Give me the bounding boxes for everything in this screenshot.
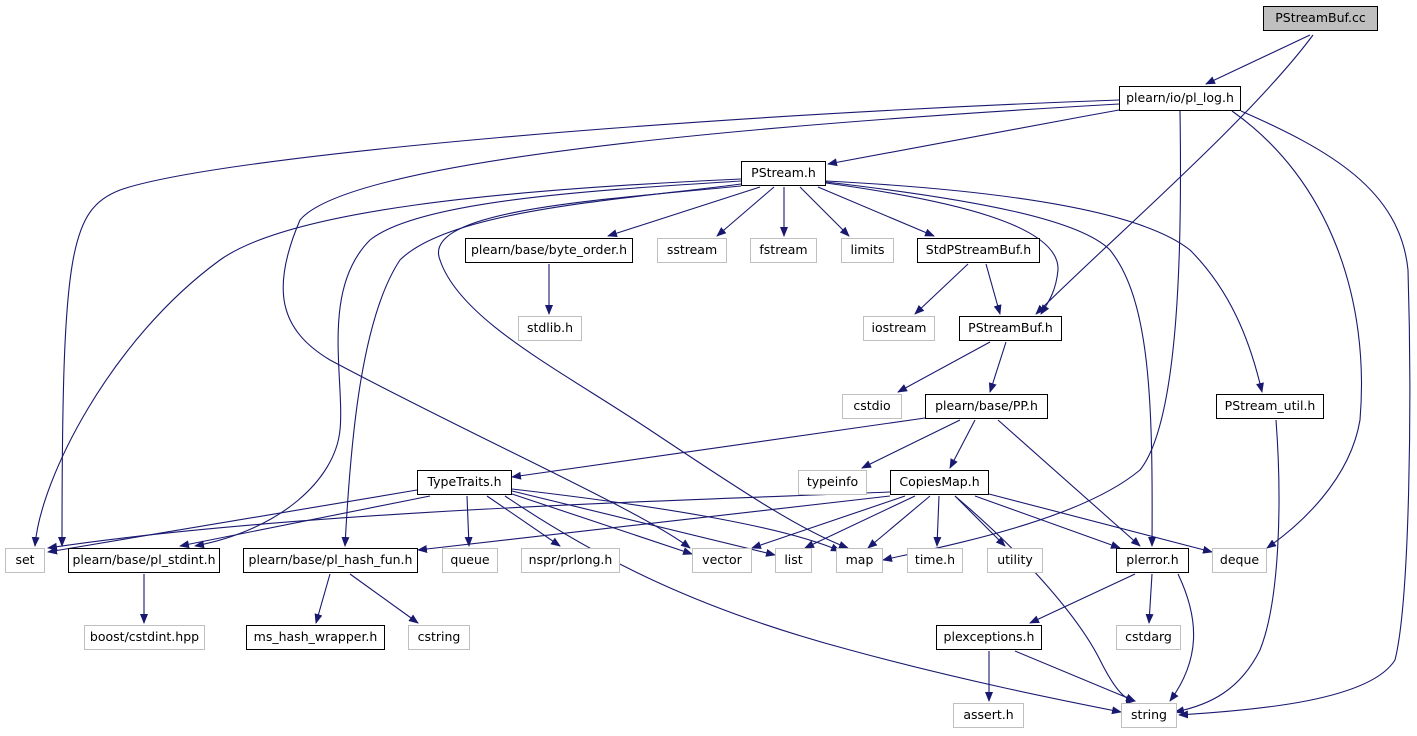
edge-pl-log-h-to-pstream-h [827,109,1120,167]
edge-pstream-h-to-set [31,178,742,547]
edge-pstream-h-to-pstream-util-h [825,180,1264,393]
node-time-h: time.h [907,548,963,573]
edge-pstream-h-to-byte-order-h [607,186,761,238]
node-pp-h[interactable]: plearn/base/PP.h [925,394,1048,419]
node-plexceptions-h[interactable]: plexceptions.h [936,625,1042,650]
node-set: set [5,548,45,573]
edge-typetraits-h-to-prlong-h [486,495,561,547]
node-utility: utility [987,548,1043,573]
edge-pstream-util-h-to-string [1174,419,1280,715]
edge-copiesmap-h-to-vector [751,495,906,549]
node-copiesmap-h[interactable]: CopiesMap.h [890,470,989,495]
node-cstring: cstring [408,625,470,650]
node-iostream: iostream [863,316,935,341]
node-string: string [1121,703,1177,728]
edge-typetraits-h-to-queue [464,495,473,547]
node-list: list [775,548,812,573]
edge-pp-h-to-typetraits-h [511,417,926,480]
edge-pl-log-h-to-map [882,110,1182,562]
node-stdlib-h: stdlib.h [518,316,582,341]
edge-pstreambuf-cc-to-pstreambuf-h [1035,34,1314,315]
node-pl-hash-fun-h[interactable]: plearn/base/pl_hash_fun.h [243,548,418,573]
node-plerror-h[interactable]: plerror.h [1116,548,1189,573]
edge-plerror-h-to-cstdarg [1145,573,1154,624]
edge-typetraits-h-to-vector [511,493,693,555]
node-typeinfo: typeinfo [798,470,867,495]
node-pstreambuf-cc: PStreamBuf.cc [1263,6,1378,31]
node-pstreambuf-h[interactable]: PStreamBuf.h [959,316,1062,341]
edge-copiesmap-h-to-pl-hash-fun-h [417,495,891,553]
node-map: map [836,548,883,573]
node-pl-log-h[interactable]: plearn/io/pl_log.h [1119,86,1241,111]
edge-pstream-h-to-map [437,185,849,549]
edge-pstream-h-to-pl-hash-fun-h [341,183,742,547]
edge-pl-log-h-to-string [1178,110,1411,719]
edge-pl-log-h-to-vector [282,103,1120,549]
edge-typetraits-h-to-set [47,489,418,555]
edge-plerror-h-to-string [1169,573,1195,702]
node-assert-h: assert.h [953,703,1024,728]
node-byte-order-h[interactable]: plearn/base/byte_order.h [465,238,633,263]
edge-pl-hash-fun-h-to-cstring [349,573,419,624]
edges-group [31,34,1411,719]
edge-plerror-h-to-plexceptions-h [1029,573,1136,624]
node-boost-cstdint-hpp: boost/cstdint.hpp [84,625,205,650]
edge-copiesmap-h-to-deque [988,493,1213,554]
edge-copiesmap-h-to-set [47,491,891,551]
node-fstream: fstream [750,238,817,263]
node-queue: queue [442,548,498,573]
edge-copiesmap-h-to-utility [954,495,1006,547]
node-stdpstreambuf-h[interactable]: StdPStreamBuf.h [917,238,1040,263]
node-typetraits-h[interactable]: TypeTraits.h [417,470,512,495]
edge-pstream-h-to-limits [799,186,850,237]
edge-pl-log-h-to-deque [1231,110,1363,549]
edge-pstream-h-to-pstreambuf-h [825,182,1059,315]
edge-copiesmap-h-to-time-h [933,495,942,547]
edge-copiesmap-h-to-string [954,495,1136,705]
node-cstdarg: cstdarg [1116,625,1181,650]
node-pstream-util-h[interactable]: PStream_util.h [1216,394,1324,419]
edge-pl-log-h-to-set [58,99,1120,547]
edge-pstreambuf-h-to-cstdio [897,341,991,393]
edge-pstream-h-to-pl-stdint-h [194,180,742,549]
edge-plexceptions-h-to-string [1014,650,1136,702]
edge-copiesmap-h-to-list [804,495,916,549]
edge-pstream-h-to-plerror-h [825,181,1157,547]
edge-stdpstreambuf-h-to-iostream [914,263,969,315]
edge-pp-h-to-copiesmap-h [949,419,976,469]
node-pl-stdint-h[interactable]: plearn/base/pl_stdint.h [68,548,220,573]
edge-pp-h-to-plerror-h [997,419,1141,547]
edge-pl-hash-fun-h-to-ms-hash-wrapper-h [314,573,331,624]
node-cstdio: cstdio [842,394,902,419]
node-deque: deque [1212,548,1267,573]
node-sstream: sstream [657,238,727,263]
edge-pstreambuf-h-to-pp-h [988,341,1007,393]
edge-pstream-h-to-sstream [716,186,775,237]
edge-stdpstreambuf-h-to-pstreambuf-h [985,263,1002,315]
node-prlong-h: nspr/prlong.h [521,548,620,573]
node-pstream-h[interactable]: PStream.h [741,161,826,186]
edge-pstreambuf-cc-to-pl-log-h [1205,34,1311,85]
edge-typetraits-h-to-list [511,490,776,557]
edge-copiesmap-h-to-plerror-h [974,495,1121,549]
node-vector: vector [692,548,752,573]
node-ms-hash-wrapper-h[interactable]: ms_hash_wrapper.h [246,625,385,650]
edge-pp-h-to-typeinfo [861,419,961,469]
node-limits: limits [841,238,894,263]
edge-copiesmap-h-to-map [867,495,931,549]
edge-pstream-h-to-stdpstreambuf-h [817,186,935,237]
